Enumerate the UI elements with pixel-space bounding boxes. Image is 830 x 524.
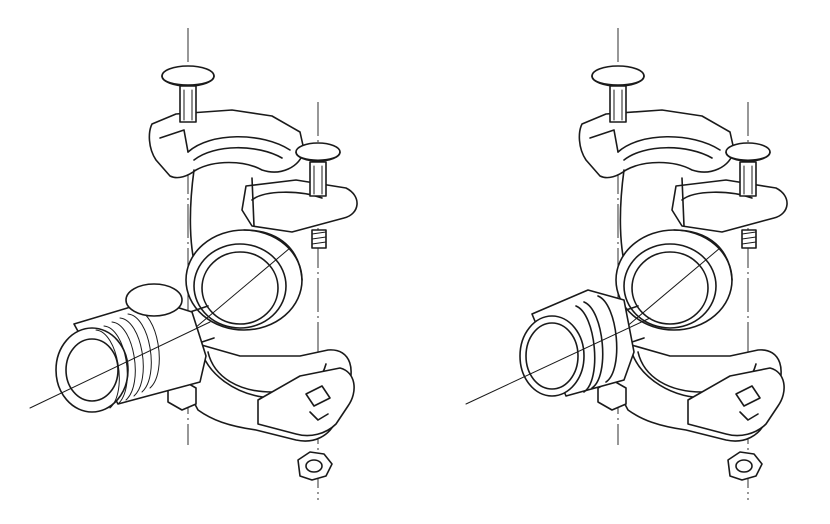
clamp-housing-right (578, 27, 788, 501)
clamp-housing-left (148, 27, 358, 501)
assembly-threaded-outlet (29, 27, 358, 501)
assembly-grooved-outlet (578, 27, 788, 501)
